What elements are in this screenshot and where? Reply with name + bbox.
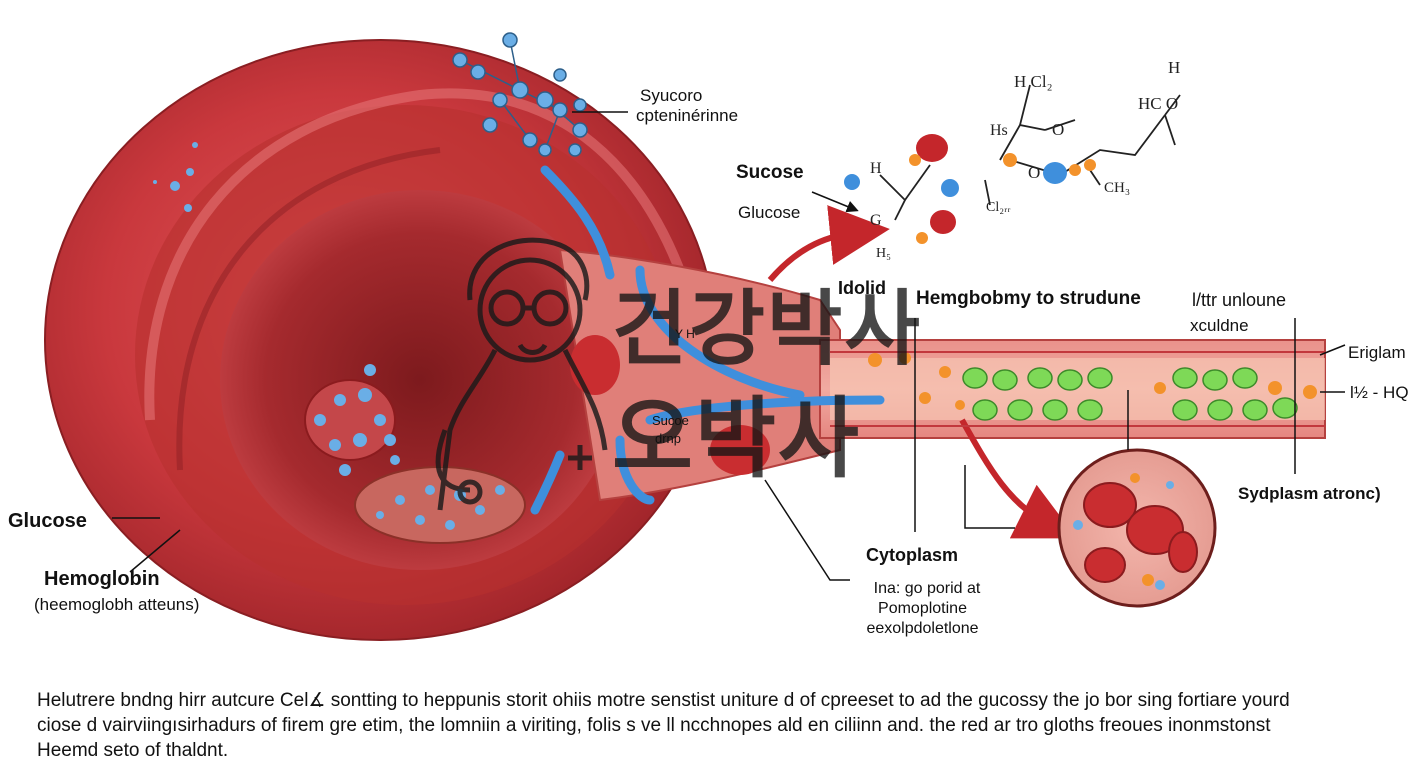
chem-h5: H₅ (876, 246, 891, 261)
red-arrow-bottom (959, 418, 1077, 539)
chem-ch3: CH₃ (1104, 180, 1131, 196)
pointer-lines (112, 191, 1346, 581)
chemical-atoms (844, 134, 1096, 244)
tube-stripes (830, 351, 1325, 427)
scatter-dots (153, 142, 198, 212)
label-cpteninerinne: cpteninérinne (636, 106, 739, 125)
label-glucose-top: Glucose (738, 203, 801, 222)
chemical-structure (879, 84, 1181, 221)
label-syucoro: Syucoro (640, 86, 703, 105)
blue-flow-arrows (530, 165, 885, 515)
label-eriglam: Eriglam (1348, 343, 1406, 362)
label-ina-go-porid: Ina: go porid at (873, 580, 981, 597)
label-drnp: drnp (655, 431, 682, 446)
green-cells (962, 367, 1298, 421)
chem-o-2: O (1028, 163, 1041, 182)
watermark-line2: 오박사 (612, 387, 861, 490)
red-arrow-top (767, 205, 890, 282)
label-litr-unloune: l/ttr unloune (1192, 290, 1287, 310)
label-hemgbobmy: Hemgbobmy to strudune (916, 288, 1141, 309)
caption-line-2: ciose d vairviingısirhadurs of firem gre… (37, 715, 1271, 736)
chem-o-1: O (1052, 120, 1065, 139)
chem-h-left: H (870, 160, 882, 177)
red-blood-cell (44, 39, 716, 641)
label-oh-small: Y H (675, 327, 695, 341)
chem-hc-o: HC O (1138, 94, 1179, 113)
chem-g-left: G (870, 212, 882, 229)
doctor-illustration (435, 237, 608, 511)
label-cytoplasm: Cytoplasm (866, 545, 959, 565)
chem-h-cl2: H Cl₂ (1014, 72, 1053, 91)
label-sucose: Sucose (736, 162, 804, 183)
label-glucose-left: Glucose (8, 510, 87, 532)
label-hemoglobin: Hemoglobin (44, 568, 160, 590)
label-hq: l½ - HQ (1350, 383, 1408, 402)
chem-cl-rr: Cl₂ᵣᵣ (986, 200, 1011, 215)
label-pomoplotine: Pomoplotine (878, 600, 967, 617)
label-hemoglobin-sub: (heemoglobh atteuns) (34, 595, 200, 614)
caption-line-1: Helutrere bndng hirr autcure Cel∡ sontti… (37, 690, 1290, 711)
chem-hs: Hs (990, 122, 1008, 139)
caption: Helutrere bndng hirr autcure Cel∡ sontti… (37, 688, 1377, 763)
rbc-small-2 (710, 425, 770, 475)
molecule-cluster-left (304, 364, 400, 476)
chem-h-top: H (1168, 58, 1181, 77)
orange-atoms (868, 352, 1317, 410)
label-eexolpdoletlone: eexolpdoletlone (866, 620, 979, 637)
watermark-line1: 건강박사 (612, 282, 922, 377)
zoom-circle (1057, 448, 1217, 608)
label-xculdne: xculdne (1190, 316, 1249, 335)
label-idolid: Idolid (838, 278, 886, 298)
molecule-cluster-top (452, 32, 588, 157)
label-sydplasm: Sydplasm atronc) (1238, 484, 1381, 503)
caption-line-3: Heemd seto of thaldnt. (37, 740, 229, 761)
label-sucoe: Sucoe (652, 413, 689, 428)
